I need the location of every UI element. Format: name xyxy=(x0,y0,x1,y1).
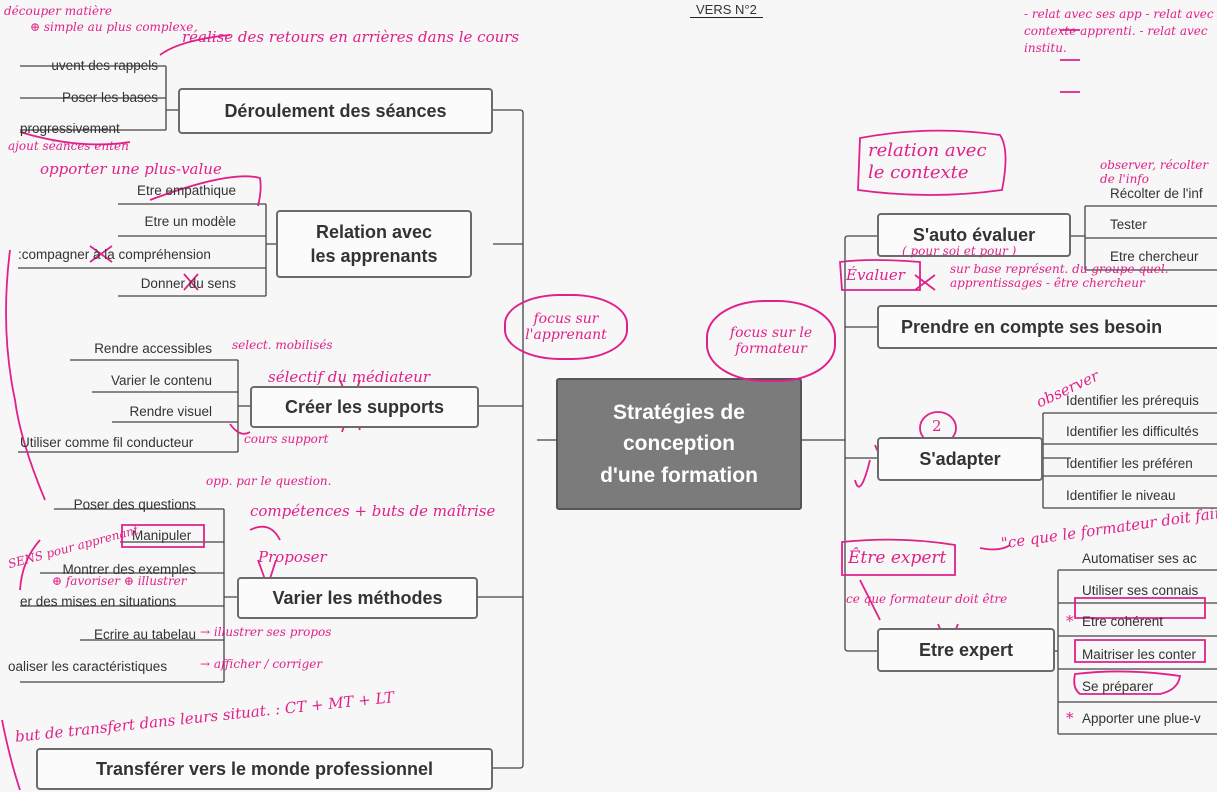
leaf-difficultes: Identifier les difficultés xyxy=(1066,424,1199,439)
annot-relation-contexte: relation avec le contexte xyxy=(868,140,987,183)
leaf-accessibles: Rendre accessibles xyxy=(94,341,212,356)
node-methodes-title: Varier les méthodes xyxy=(272,587,443,608)
leaf-fil-conducteur: Utiliser comme fil conducteur xyxy=(20,435,194,450)
top-tag: VERS N°2 xyxy=(690,2,763,18)
annot-selectif: sélectif du médiateur xyxy=(268,368,431,386)
leaf-donner-sens: Donner du sens xyxy=(140,276,236,291)
node-besoins-title: Prendre en compte ses besoin xyxy=(901,316,1163,337)
annot-circle-2: 2 xyxy=(932,417,942,435)
node-expert[interactable]: Etre expert xyxy=(877,628,1055,672)
leaf-exemples: Montrer des exemples xyxy=(62,562,196,577)
central-node[interactable]: Stratégies de conception d'une formation xyxy=(556,378,802,510)
leaf-tableau: Ecrire au tabelau xyxy=(93,627,196,642)
annot-favoriser: ⊕ favoriser ⊕ illustrer xyxy=(52,574,187,588)
leaf-connaissances: Utiliser ses connais xyxy=(1082,583,1199,598)
leaf-contenu: Varier le contenu xyxy=(110,373,212,388)
node-relation[interactable]: Relation avec les apprenants xyxy=(276,210,472,278)
leaf-chercheur: Etre chercheur xyxy=(1110,249,1199,264)
center-line-2: conception xyxy=(622,432,735,456)
annot-proposer: Proposer xyxy=(258,548,327,566)
bubble-focus-formateur: focus sur le formateur xyxy=(706,300,836,382)
node-evaluer-title: S'auto évaluer xyxy=(912,224,1036,245)
leaf-questions: Poser des questions xyxy=(73,497,196,512)
leaf-rappels: uvent des rappels xyxy=(51,58,158,73)
node-transferer-title: Transférer vers le monde professionnel xyxy=(95,758,434,779)
node-supports-title: Créer les supports xyxy=(284,396,445,417)
annot-competences: compétences + buts de maîtrise xyxy=(250,502,496,520)
annot-illustrer: → illustrer ses propos xyxy=(200,625,332,639)
leaf-preferences: Identifier les préféren xyxy=(1066,456,1193,471)
leaf-progressivement: progressivement xyxy=(20,121,120,136)
leaf-automatiser: Automatiser ses ac xyxy=(1082,551,1197,566)
star-coherent: * xyxy=(1066,612,1074,630)
node-adapter-title: S'adapter xyxy=(919,448,1001,469)
node-methodes[interactable]: Varier les méthodes xyxy=(237,577,478,619)
leaf-poser-bases: Poser les bases xyxy=(61,90,158,105)
annot-evaluer: Évaluer xyxy=(846,266,905,284)
leaf-coherent: Etre cohérent xyxy=(1082,614,1164,629)
center-line-1: Stratégies de xyxy=(613,400,745,424)
leaf-plus-value: Apporter une plue-v xyxy=(1082,711,1201,726)
leaf-modele: Etre un modèle xyxy=(144,214,236,229)
node-supports[interactable]: Créer les supports xyxy=(250,386,479,428)
leaf-empathique: Etre empathique xyxy=(136,183,236,198)
annot-relat-list: - relat avec ses app - relat avec contex… xyxy=(1024,7,1214,55)
annot-cours-support: cours support xyxy=(244,432,329,446)
node-relation-title-2: les apprenants xyxy=(310,246,438,266)
node-besoins[interactable]: Prendre en compte ses besoin xyxy=(877,305,1217,349)
node-expert-title: Etre expert xyxy=(918,639,1014,660)
leaf-tester: Tester xyxy=(1110,217,1147,232)
leaf-caracteristiques: oaliser les caractéristiques xyxy=(8,659,168,674)
leaf-manipuler: Manipuler xyxy=(132,528,192,543)
annot-ce-que-formateur: ce que formateur doit être xyxy=(846,592,1008,606)
annot-ajout: ajout séances enten xyxy=(8,139,129,153)
annot-sur-base: sur base représent. du groupe quel. appr… xyxy=(950,262,1169,290)
leaf-visuel: Rendre visuel xyxy=(129,404,212,419)
bubble-focus-apprenant: focus sur l'apprenant xyxy=(504,294,628,360)
annot-retours: réalise des retours en arrières dans le … xyxy=(182,28,520,46)
node-deroulement-title: Déroulement des séances xyxy=(224,100,447,121)
node-deroulement[interactable]: Déroulement des séances xyxy=(178,88,493,134)
leaf-comprehension: :compagner à la compréhension xyxy=(18,247,211,262)
annot-decouper: découper matière xyxy=(4,4,112,18)
node-adapter[interactable]: S'adapter xyxy=(877,437,1043,481)
annot-observer-top: observer, récolter de l'info xyxy=(1100,158,1209,186)
node-evaluer[interactable]: S'auto évaluer xyxy=(877,213,1071,257)
leaf-mises-situations: er des mises en situations xyxy=(20,594,177,609)
annot-etre-expert: Être expert xyxy=(848,548,947,568)
annot-select: select. mobilisés xyxy=(232,338,333,352)
center-line-3: d'une formation xyxy=(600,463,758,487)
star-plus-value: * xyxy=(1066,709,1074,727)
leaf-niveau: Identifier le niveau xyxy=(1066,488,1176,503)
leaf-preparer: Se préparer xyxy=(1082,679,1154,694)
annot-simple: ⊕ simple au plus complexe xyxy=(30,20,194,34)
leaf-recolter: Récolter de l'inf xyxy=(1110,186,1203,201)
annot-afficher: → afficher / corriger xyxy=(200,657,323,671)
annot-pour-soi: ( pour soi et pour ) xyxy=(902,244,1017,258)
annot-opporter: opporter une plus-value xyxy=(40,160,222,178)
leaf-prerequis: Identifier les prérequis xyxy=(1066,393,1199,408)
leaf-maitriser: Maitriser les conter xyxy=(1082,647,1197,662)
node-relation-title-1: Relation avec xyxy=(315,221,433,242)
node-transferer[interactable]: Transférer vers le monde professionnel xyxy=(36,748,493,790)
annot-opp-questions: opp. par le question. xyxy=(206,474,332,488)
